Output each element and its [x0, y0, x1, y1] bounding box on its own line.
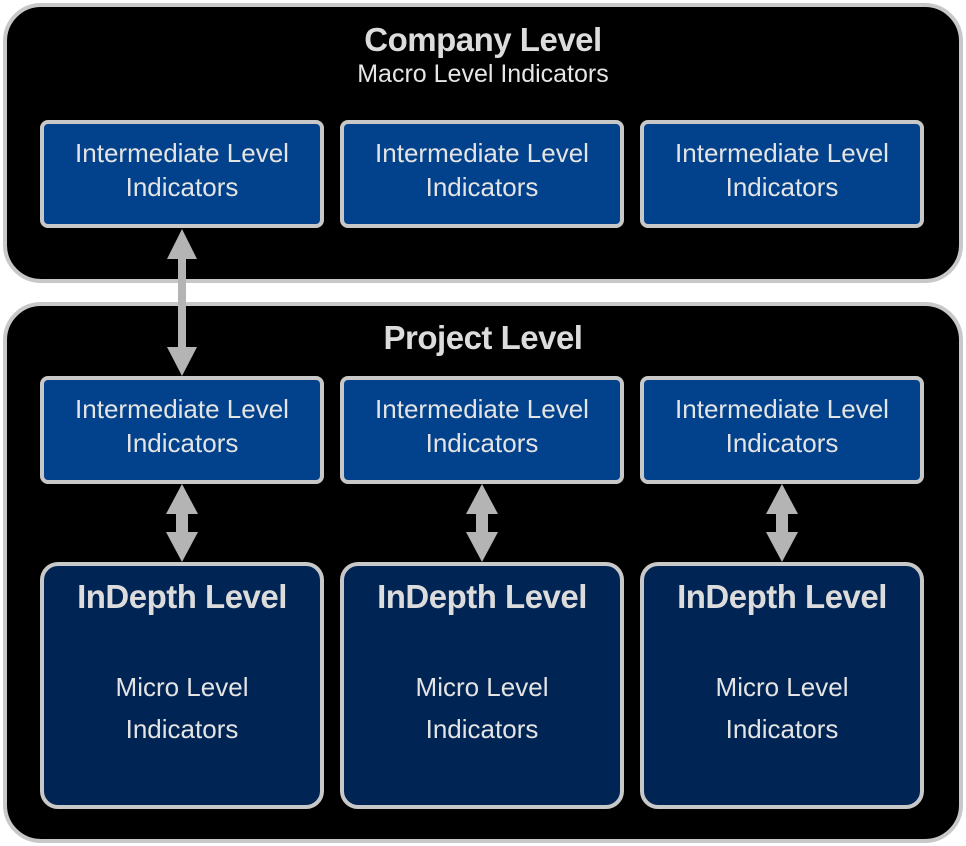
indepth-body: Micro Level Indicators [44, 666, 320, 750]
project-level-title: Project Level [383, 319, 583, 356]
company-level-title: Company Level [364, 21, 602, 58]
indepth-title: InDepth Level [377, 578, 587, 615]
company-intermediate-box-3: Intermediate Level Indicators [640, 120, 924, 228]
box-label-line1: Intermediate Level [75, 138, 289, 168]
double-arrow-project-indepth-1 [166, 484, 198, 562]
project-intermediate-box-3: Intermediate Level Indicators [640, 376, 924, 484]
indepth-line1: Micro Level [115, 672, 249, 702]
indepth-body: Micro Level Indicators [344, 666, 620, 750]
box-label-line1: Intermediate Level [675, 138, 889, 168]
box-label-line2: Indicators [425, 172, 539, 202]
indepth-line2: Indicators [425, 714, 539, 744]
box-label-line1: Intermediate Level [675, 394, 889, 424]
double-arrow-company-project [167, 229, 197, 376]
box-label-line2: Indicators [425, 428, 539, 458]
company-intermediate-box-2: Intermediate Level Indicators [340, 120, 624, 228]
box-label-line1: Intermediate Level [375, 394, 589, 424]
box-label-line2: Indicators [725, 172, 839, 202]
indepth-line2: Indicators [725, 714, 839, 744]
indepth-box-3: InDepth Level Micro Level Indicators [640, 562, 924, 809]
company-intermediate-box-1: Intermediate Level Indicators [40, 120, 324, 228]
box-label-line2: Indicators [725, 428, 839, 458]
indepth-line1: Micro Level [415, 672, 549, 702]
company-level-subtitle: Macro Level Indicators [357, 60, 609, 88]
box-label-line1: Intermediate Level [75, 394, 289, 424]
indepth-box-1: InDepth Level Micro Level Indicators [40, 562, 324, 809]
indepth-line2: Indicators [125, 714, 239, 744]
indepth-title: InDepth Level [677, 578, 887, 615]
project-intermediate-box-1: Intermediate Level Indicators [40, 376, 324, 484]
project-intermediate-box-2: Intermediate Level Indicators [340, 376, 624, 484]
box-label-line2: Indicators [125, 172, 239, 202]
indepth-title: InDepth Level [77, 578, 287, 615]
indepth-body: Micro Level Indicators [644, 666, 920, 750]
double-arrow-project-indepth-3 [766, 484, 798, 562]
indepth-box-2: InDepth Level Micro Level Indicators [340, 562, 624, 809]
box-label-line2: Indicators [125, 428, 239, 458]
double-arrow-project-indepth-2 [466, 484, 498, 562]
indepth-line1: Micro Level [715, 672, 849, 702]
box-label-line1: Intermediate Level [375, 138, 589, 168]
